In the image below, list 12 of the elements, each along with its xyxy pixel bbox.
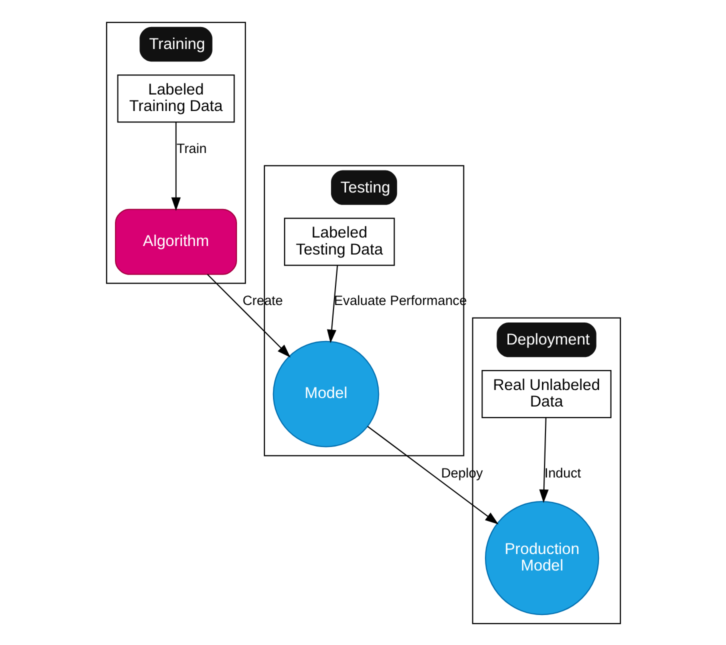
node-box: Real Unlabeled Data <box>481 370 611 418</box>
edge-label: Induct <box>544 465 581 480</box>
node-box: Labeled Testing Data <box>284 217 394 266</box>
arrow <box>326 264 338 343</box>
arrow <box>538 417 548 502</box>
node-box: Algorithm <box>114 208 236 274</box>
edge-label: Train <box>176 140 206 156</box>
arrow <box>366 425 498 524</box>
node-circle: Model <box>272 340 379 447</box>
arrow <box>170 122 180 210</box>
node-box: Labeled Training Data <box>116 74 234 122</box>
arrow <box>206 274 290 357</box>
